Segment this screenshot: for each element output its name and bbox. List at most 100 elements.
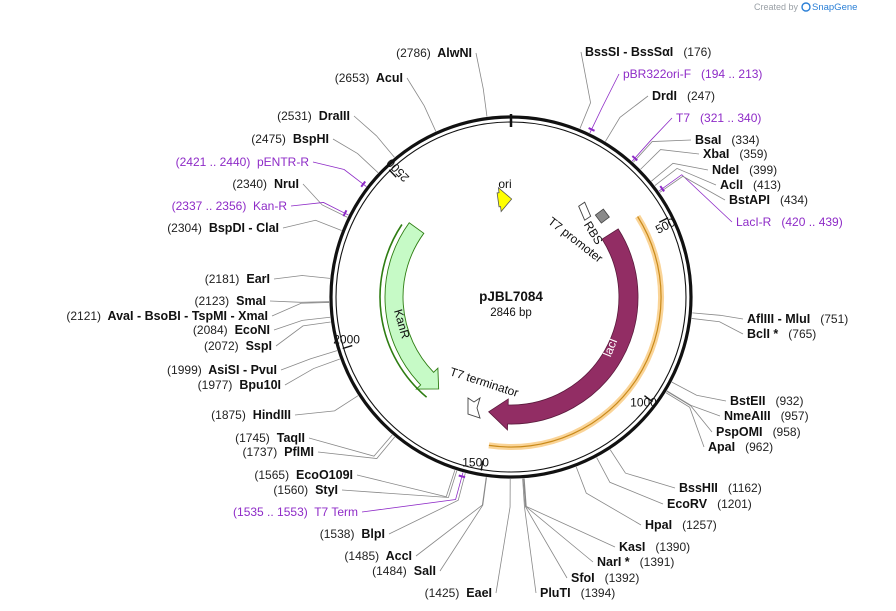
primer-mark-4 xyxy=(360,180,367,188)
label-separator xyxy=(630,555,640,569)
site-label-22: (1485) AccI xyxy=(344,549,412,563)
label-separator xyxy=(743,178,753,192)
label-part: (2475) xyxy=(251,132,286,146)
ori-label: ori xyxy=(498,177,511,191)
site-label-13: (1999) AsiSI - PvuI xyxy=(167,363,277,377)
snapgene-brand: SnapGene xyxy=(812,2,857,13)
t7-terminator-icon xyxy=(467,396,481,419)
site-label-1: (2653) AcuI xyxy=(335,71,403,85)
label-part: pBR322ori-F xyxy=(623,67,691,81)
leader-4 xyxy=(312,161,367,187)
label-part: (1538) xyxy=(320,527,355,541)
label-part: TspMI xyxy=(192,309,227,323)
label-part: BssSαI xyxy=(631,45,673,59)
label-part: BlpI xyxy=(361,527,385,541)
label-part: (1999) xyxy=(167,363,202,377)
leader-19 xyxy=(341,470,458,498)
label-separator xyxy=(202,221,209,235)
backbone-tick-500 xyxy=(658,217,669,223)
label-part: (1257) xyxy=(682,518,717,532)
label-separator xyxy=(721,133,731,147)
leader-15 xyxy=(294,395,359,416)
label-part: (2304) xyxy=(167,221,202,235)
label-separator xyxy=(690,111,700,125)
label-part: (962) xyxy=(745,440,773,454)
label-separator xyxy=(312,109,319,123)
primer-mark-38 xyxy=(659,185,665,192)
label-separator xyxy=(645,540,655,554)
laci-arrow xyxy=(488,228,639,431)
label-part: Kan-R xyxy=(253,199,287,213)
leader-32 xyxy=(665,392,705,448)
created-by-text: Created by xyxy=(754,2,799,12)
site-label-18: (1565) EcoO109I xyxy=(254,468,353,482)
label-part: (751) xyxy=(820,312,848,326)
label-part: EcoO109I xyxy=(296,468,353,482)
label-separator: - xyxy=(620,45,631,59)
label-separator xyxy=(778,327,788,341)
label-separator xyxy=(267,177,274,191)
site-label-25: PluTI (1394) xyxy=(540,586,615,600)
backbone-tick-label-2000: 2000 xyxy=(333,332,360,346)
backbone-tick-label-2500: 2500 xyxy=(383,156,412,185)
label-part: (1977) xyxy=(198,378,233,392)
leader-3 xyxy=(332,138,379,174)
leader-30 xyxy=(596,457,664,505)
site-label-5: (2340) NruI xyxy=(232,177,299,191)
label-separator xyxy=(707,497,717,511)
label-part: BssHII xyxy=(679,481,718,495)
leader-2 xyxy=(353,115,395,158)
label-separator xyxy=(571,586,581,600)
label-part: AflIII xyxy=(747,312,774,326)
leader-41 xyxy=(651,162,709,182)
label-part: (932) xyxy=(775,394,803,408)
leader-46 xyxy=(589,73,620,134)
label-part: (1565) xyxy=(254,468,289,482)
leader-23 xyxy=(439,477,487,572)
label-part: NdeI xyxy=(712,163,739,177)
label-part: HindIII xyxy=(253,408,291,422)
label-separator xyxy=(354,527,361,541)
label-separator xyxy=(250,155,257,169)
label-separator xyxy=(691,67,701,81)
primer-mark-6 xyxy=(342,209,348,217)
label-separator xyxy=(729,147,739,161)
label-part: DrdI xyxy=(652,89,677,103)
primer-label-46: pBR322ori-F (194 .. 213) xyxy=(623,67,762,81)
label-part: PflMI xyxy=(284,445,314,459)
label-part: (1162) xyxy=(728,481,762,495)
label-part: (1201) xyxy=(717,497,752,511)
label-separator xyxy=(595,571,605,585)
leader-27 xyxy=(523,478,594,563)
leader-6 xyxy=(290,202,349,216)
label-part: BsoBI xyxy=(145,309,181,323)
label-separator xyxy=(770,193,780,207)
label-part: BssSI xyxy=(585,45,620,59)
label-part: SmaI xyxy=(236,294,266,308)
label-part: (176) xyxy=(683,45,711,59)
site-label-3: (2475) BspHI xyxy=(251,132,329,146)
plasmid-size: 2846 bp xyxy=(490,307,532,319)
site-label-19: (1560) StyI xyxy=(273,483,338,497)
site-labels: (2786) AlwNI(2653) AcuI(2531) DraIII(247… xyxy=(66,45,848,600)
plasmid-center-text: pJBL7084 2846 bp xyxy=(479,289,543,319)
site-label-14: (1977) Bpu10I xyxy=(198,378,281,392)
label-part: T7 Term xyxy=(314,505,358,519)
label-part: Bpu10I xyxy=(239,378,281,392)
site-label-24: (1425) EaeI xyxy=(425,586,492,600)
site-label-31: BssHII (1162) xyxy=(679,481,762,495)
label-separator xyxy=(459,586,466,600)
label-part: (2653) xyxy=(335,71,370,85)
leader-42 xyxy=(640,149,700,170)
label-separator xyxy=(763,425,773,439)
primer-label-4: (2421 .. 2440) pENTR-R xyxy=(176,155,310,169)
backbone-tick-label-1000: 1000 xyxy=(630,396,657,410)
leader-21 xyxy=(388,473,466,535)
label-part: pENTR-R xyxy=(257,155,309,169)
leader-18 xyxy=(356,470,456,498)
site-label-7: (2304) BspDI - ClaI xyxy=(167,221,279,235)
label-part: NmeAIII xyxy=(724,409,771,423)
site-label-11: (2084) EcoNI xyxy=(193,323,270,337)
leader-20 xyxy=(361,472,464,513)
label-separator xyxy=(228,323,235,337)
